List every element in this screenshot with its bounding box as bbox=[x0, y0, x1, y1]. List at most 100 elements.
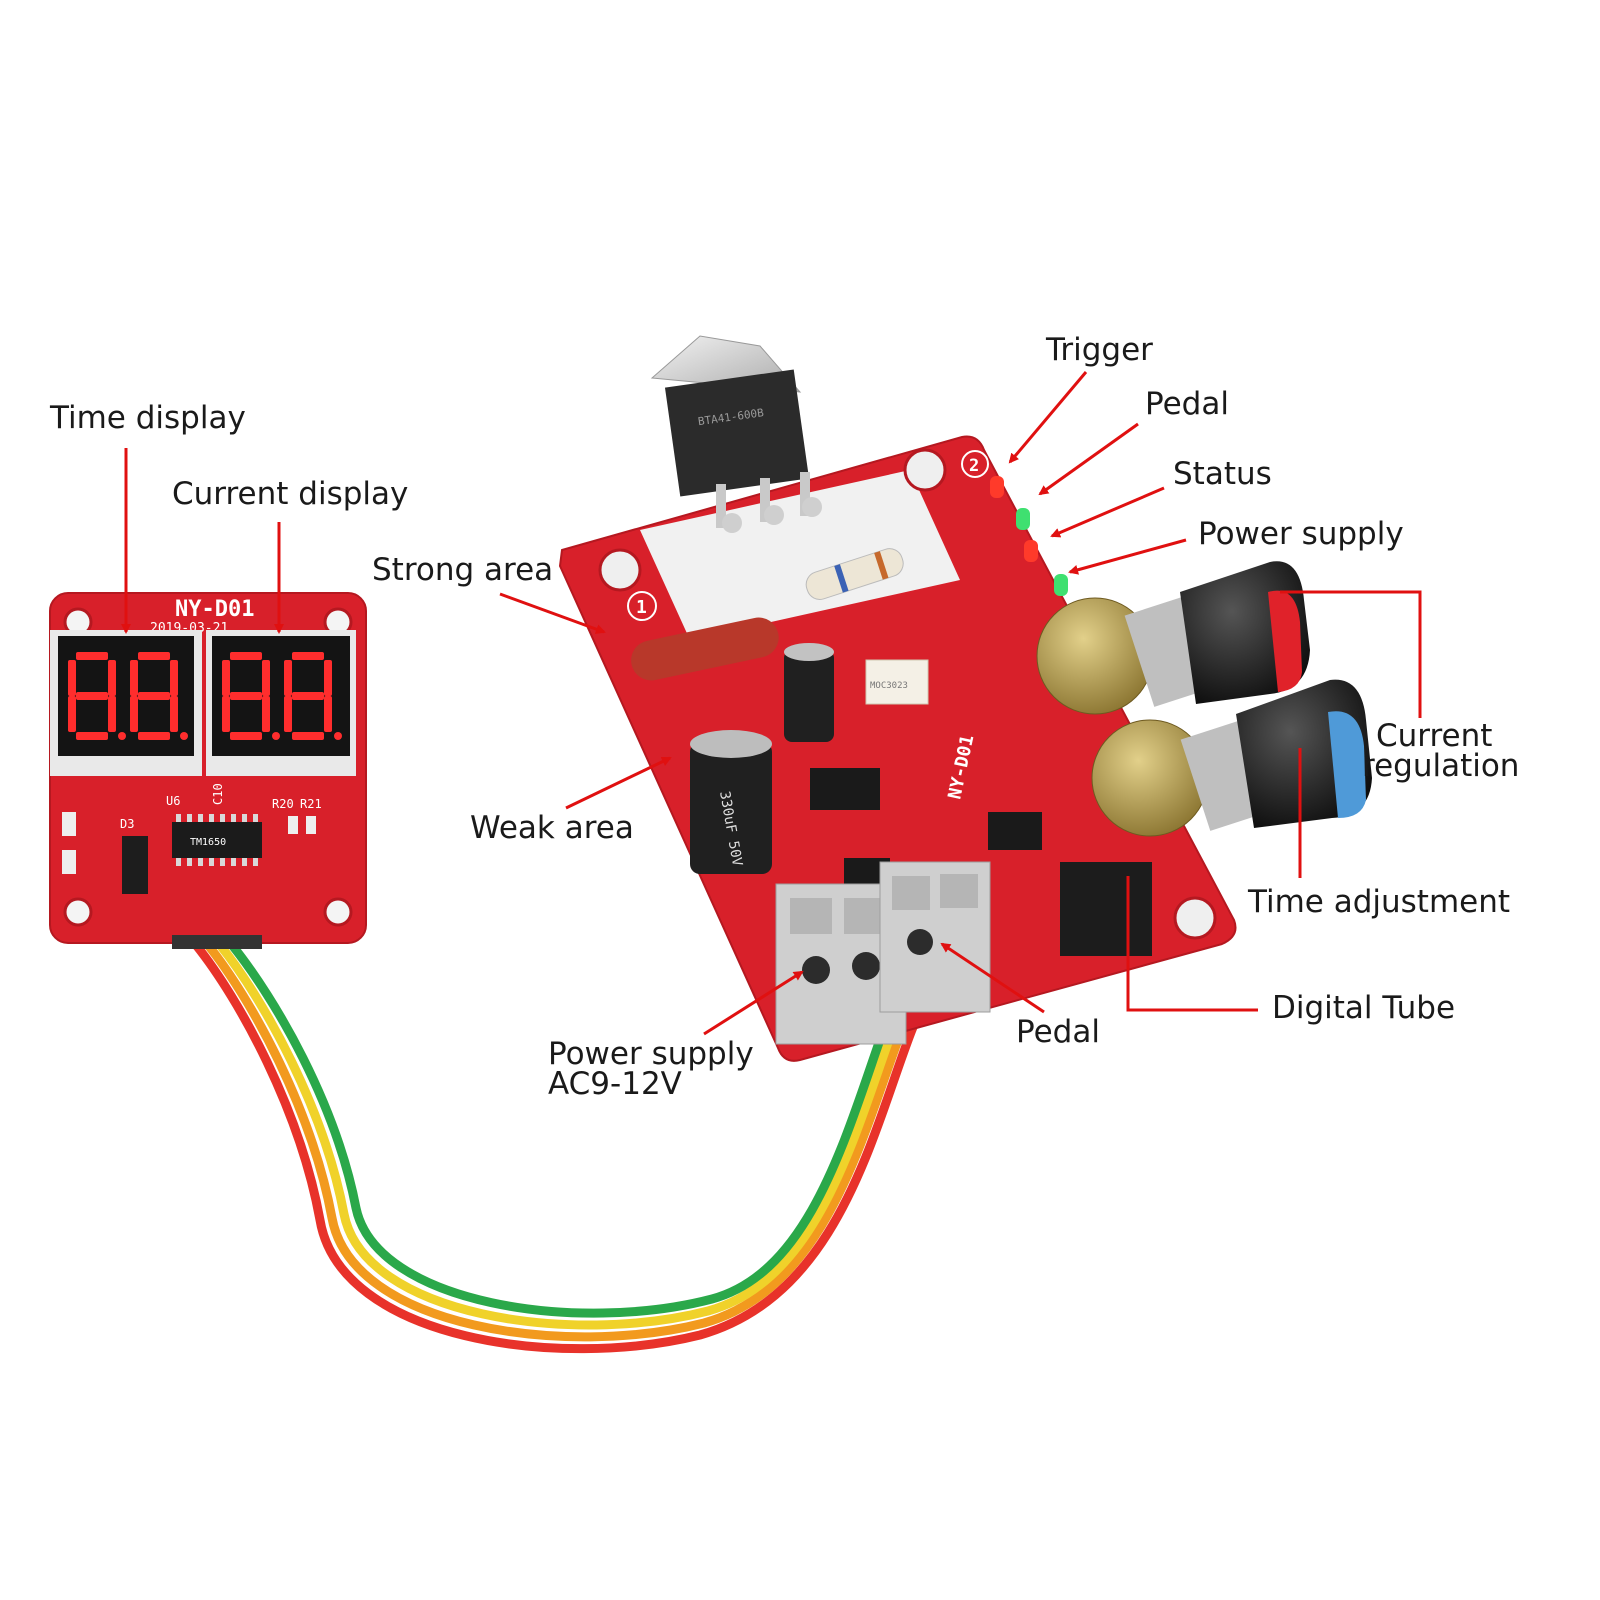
chip-pin bbox=[253, 858, 258, 866]
mount-hole bbox=[323, 897, 353, 927]
digit-segment bbox=[284, 696, 292, 732]
digit-segment bbox=[292, 692, 324, 700]
digit-segment bbox=[68, 696, 76, 732]
mount-hole bbox=[598, 548, 642, 592]
chip-pin bbox=[242, 858, 247, 866]
mount-hole bbox=[1173, 896, 1217, 940]
label-power-supply-bottom-1: Power supply bbox=[548, 1036, 754, 1072]
ref-r21: R21 bbox=[300, 797, 322, 811]
chip-pin bbox=[176, 858, 181, 866]
label-current-display: Current display bbox=[172, 476, 408, 512]
current-display-module bbox=[206, 630, 356, 776]
ref-u6: U6 bbox=[166, 794, 180, 808]
label-pedal-top: Pedal bbox=[1145, 386, 1229, 422]
ref-c10: C10 bbox=[211, 783, 225, 805]
label-digital-tube: Digital Tube bbox=[1272, 990, 1455, 1026]
label-strong-area: Strong area bbox=[372, 552, 553, 588]
tm1650-chip: TM1650 bbox=[172, 814, 262, 866]
digit-segment bbox=[138, 692, 170, 700]
arrow-pedal-bottom bbox=[940, 942, 1045, 1014]
arrow-trigger bbox=[1008, 371, 1088, 464]
chip-pin bbox=[220, 814, 225, 822]
time-display-module bbox=[50, 630, 202, 776]
cable-connector bbox=[172, 935, 262, 949]
digit-segment bbox=[108, 660, 116, 696]
leader-current-regulation bbox=[1280, 590, 1422, 718]
digit-segment bbox=[130, 660, 138, 696]
label-power-supply-top: Power supply bbox=[1198, 516, 1404, 552]
mount-hole bbox=[63, 897, 93, 927]
digit-segment bbox=[170, 696, 178, 732]
time-knob bbox=[1091, 679, 1372, 837]
arrow-power-supply-bottom bbox=[703, 970, 804, 1036]
digit-segment bbox=[68, 660, 76, 696]
digit-segment bbox=[292, 652, 324, 660]
pedal-terminal-block bbox=[879, 861, 991, 1013]
small-capacitor bbox=[784, 643, 834, 742]
power-led bbox=[1054, 574, 1068, 596]
optocoupler: MOC3023 bbox=[865, 659, 929, 705]
label-pedal-bottom: Pedal bbox=[1016, 1014, 1100, 1050]
digit-segment bbox=[170, 660, 178, 696]
decimal-point bbox=[180, 732, 188, 740]
label-time-adjustment: Time adjustment bbox=[1247, 884, 1510, 920]
digit-segment bbox=[230, 652, 262, 660]
digit-segment bbox=[262, 696, 270, 732]
pedal-led bbox=[1016, 508, 1030, 530]
digit-segment bbox=[230, 692, 262, 700]
label-power-supply-bottom-2: AC9-12V bbox=[548, 1066, 682, 1102]
chip-pin bbox=[220, 858, 225, 866]
circle-1-label: 1 bbox=[636, 597, 647, 618]
main-board: 1 2 BTA41-600B 330uF 50 bbox=[558, 335, 1372, 1062]
chip-pin bbox=[231, 858, 236, 866]
digit-segment bbox=[230, 732, 262, 740]
decimal-point bbox=[118, 732, 126, 740]
label-current-regulation-1: Current bbox=[1376, 718, 1492, 754]
smd-part bbox=[288, 816, 298, 834]
electrolytic-capacitor: 330uF 50V bbox=[690, 730, 772, 874]
smd-part bbox=[306, 816, 316, 834]
current-digits bbox=[222, 652, 342, 740]
leader-digital-tube bbox=[1126, 876, 1258, 1012]
ic-chip bbox=[810, 768, 880, 810]
display-board: NY-D01 2019-03-21 U6 C10 R20 R21 D3 TM16… bbox=[49, 592, 367, 949]
diode-d3 bbox=[122, 836, 148, 894]
arrow-strong-area bbox=[499, 592, 606, 634]
chip-pin bbox=[198, 814, 203, 822]
mount-hole bbox=[903, 448, 947, 492]
digit-segment bbox=[262, 660, 270, 696]
fuse bbox=[631, 617, 779, 681]
digit-segment bbox=[324, 660, 332, 696]
digit-segment bbox=[292, 732, 324, 740]
label-current-regulation-2: regulation bbox=[1362, 748, 1519, 784]
digit-segment bbox=[76, 652, 108, 660]
chip-pin bbox=[231, 814, 236, 822]
label-status: Status bbox=[1173, 456, 1272, 492]
decimal-point bbox=[334, 732, 342, 740]
smd-part bbox=[62, 850, 76, 874]
chip-pin bbox=[209, 858, 214, 866]
ref-d3: D3 bbox=[120, 817, 134, 831]
digit-segment bbox=[324, 696, 332, 732]
chip-pin bbox=[242, 814, 247, 822]
annotations: Time display Current display Strong area… bbox=[49, 332, 1519, 1102]
status-leds bbox=[990, 476, 1068, 596]
time-digits bbox=[68, 652, 188, 740]
opto-label: MOC3023 bbox=[870, 681, 908, 691]
chip-pin bbox=[187, 814, 192, 822]
power-resistor bbox=[805, 548, 904, 600]
arrow-status bbox=[1050, 486, 1165, 538]
label-time-display: Time display bbox=[49, 400, 246, 436]
ic-chip bbox=[988, 812, 1042, 850]
arrow-power-supply-top bbox=[1068, 538, 1187, 575]
chip-label: TM1650 bbox=[190, 837, 226, 848]
chip-pin bbox=[198, 858, 203, 866]
arrow-weak-area bbox=[565, 756, 672, 810]
chip-pin bbox=[253, 814, 258, 822]
label-trigger: Trigger bbox=[1045, 332, 1153, 368]
chip-pin bbox=[209, 814, 214, 822]
digital-tube-header bbox=[1060, 862, 1152, 956]
digit-segment bbox=[76, 692, 108, 700]
smd-part bbox=[62, 812, 76, 836]
